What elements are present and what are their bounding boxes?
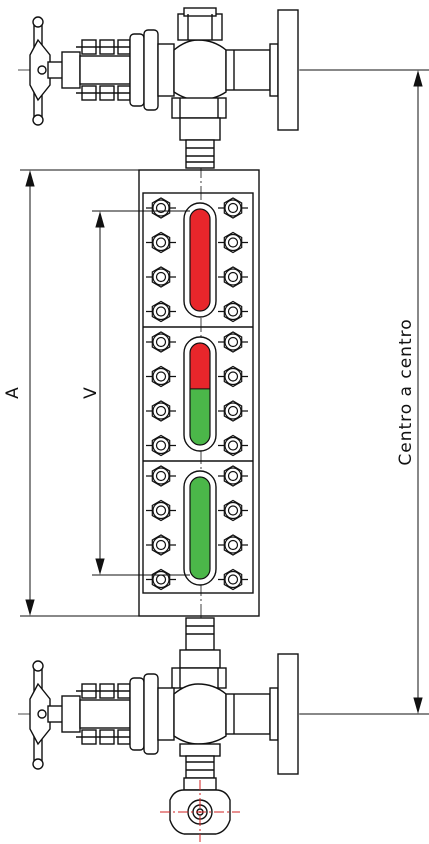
bolt-nut-icon: [218, 499, 248, 522]
bolt-nut-icon: [218, 465, 248, 487]
flange-icon: [277, 653, 299, 775]
bolt-nut-icon: [146, 266, 176, 288]
bolt-nut-icon: [218, 300, 248, 323]
bolt-nut-icon: [218, 568, 248, 591]
valve-handwheel-icon: [29, 16, 51, 126]
bottom-valve-assembly: [29, 617, 299, 835]
flange-icon: [277, 9, 299, 131]
bolt-nut-icon: [146, 434, 176, 457]
drain-centerline: [160, 780, 240, 842]
liquid-red-fill: [190, 343, 210, 389]
bolt-nut-icon: [146, 300, 176, 323]
bolt-nut-icon: [76, 39, 136, 101]
bolt-nut-icon: [218, 197, 248, 219]
center-to-center-label: Centro a centro: [396, 318, 416, 465]
sight-glasses: [183, 202, 217, 586]
bolt-nut-icon: [218, 231, 248, 254]
bolt-nut-icon: [146, 499, 176, 522]
dimension-v: [92, 210, 190, 576]
bolt-nut-icon: [218, 331, 248, 353]
bolt-nut-icon: [218, 400, 248, 422]
liquid-green-fill: [190, 388, 210, 445]
bolt-nut-icon: [146, 568, 176, 591]
dimension-a-label: A: [3, 387, 23, 399]
gauge-body: [138, 169, 260, 617]
dimension-a: [20, 169, 139, 617]
gauge-bolts: [146, 197, 248, 591]
dimension-v-label: V: [81, 387, 101, 399]
bolt-nut-icon: [218, 365, 248, 388]
liquid-green-fill: [190, 477, 210, 579]
bolt-nut-icon: [146, 331, 176, 353]
top-valve-assembly: [29, 7, 299, 169]
bolt-nut-icon: [146, 197, 176, 219]
bolt-nut-icon: [146, 400, 176, 422]
bolt-nut-icon: [146, 465, 176, 487]
liquid-red-fill: [190, 209, 210, 311]
bolt-nut-icon: [218, 266, 248, 288]
bolt-nut-icon: [218, 534, 248, 556]
valve-handwheel-icon: [29, 660, 51, 770]
bolt-nut-icon: [146, 231, 176, 254]
dimension-center-to-center: [300, 69, 429, 715]
bolt-nut-icon: [218, 434, 248, 457]
bolt-nut-icon: [146, 534, 176, 556]
bolt-nut-icon: [146, 365, 176, 388]
